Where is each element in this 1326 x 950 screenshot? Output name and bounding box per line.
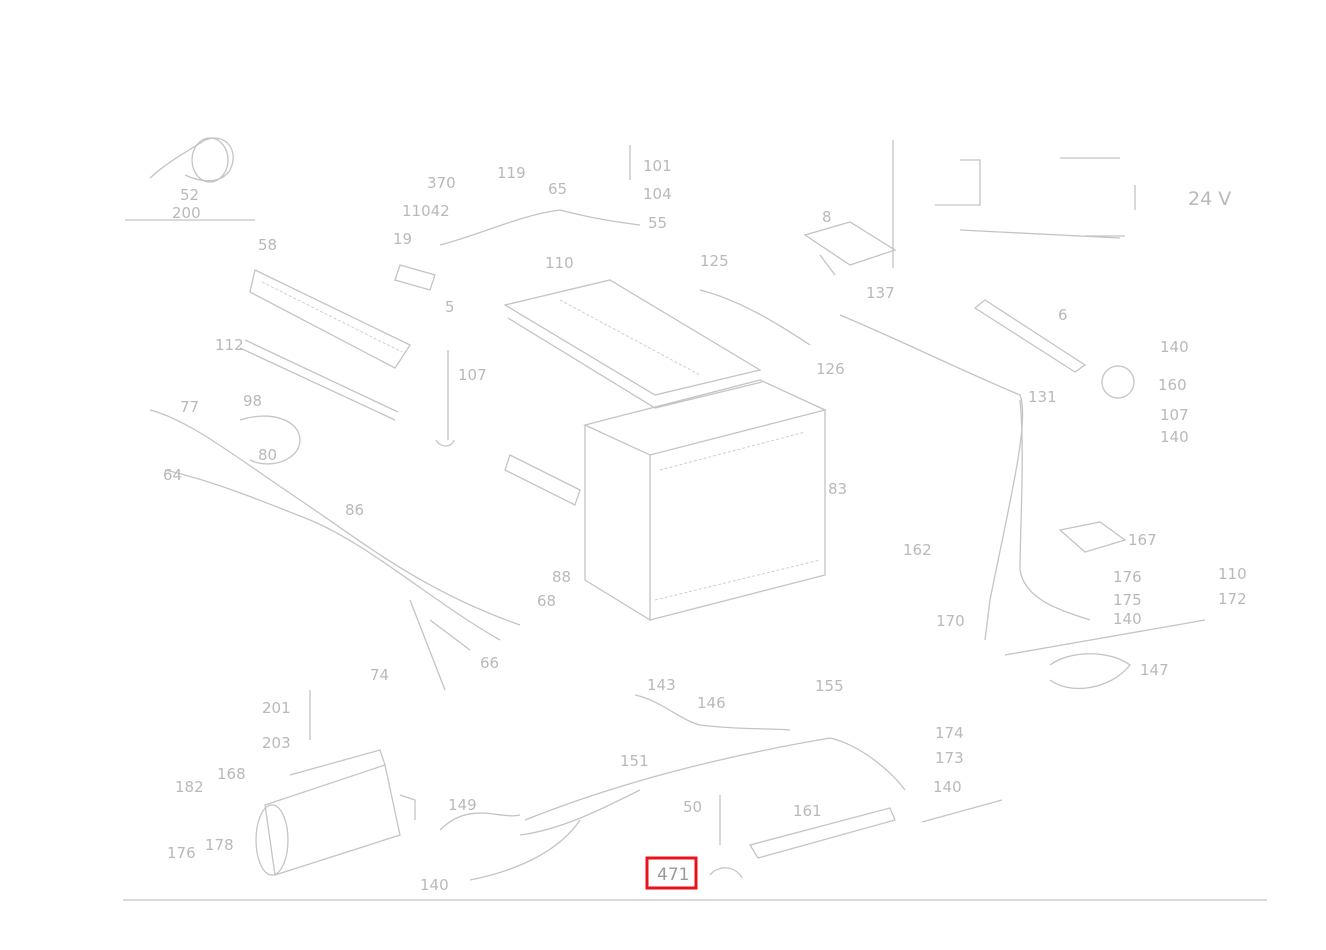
callout-8: 8 [822,208,832,226]
callout-110-right: 110 [1218,565,1247,583]
bottom-cable-part [439,694,1003,881]
callout-143: 143 [647,676,676,694]
callout-174: 174 [935,724,964,742]
callout-203: 203 [262,734,291,752]
callout-labels: 52 200 370 11042 119 65 101 104 55 19 11… [163,157,1247,894]
callout-137: 137 [866,284,895,302]
battery-part [504,379,827,622]
callout-5: 5 [445,298,455,316]
right-hardware-parts [1004,365,1206,690]
callout-11042: 11042 [402,202,450,220]
highlighted-callout[interactable]: 471 [645,856,698,890]
callout-6: 6 [1058,306,1068,324]
callout-160: 160 [1158,376,1187,394]
terminal-part [803,221,897,276]
callout-173: 173 [935,749,964,767]
callout-172: 172 [1218,590,1247,608]
callout-110: 110 [545,254,574,272]
callout-107: 107 [458,366,487,384]
callout-83: 83 [828,480,847,498]
voltage-schematic [892,140,1136,268]
callout-55: 55 [648,214,667,232]
callout-86: 86 [345,501,364,519]
callout-65: 65 [548,180,567,198]
callout-107-right: 107 [1160,406,1189,424]
callout-119: 119 [497,164,526,182]
callout-176-right: 176 [1113,568,1142,586]
callout-52: 52 [180,186,199,204]
voltage-label: 24 V [1188,188,1231,210]
callout-98: 98 [243,392,262,410]
callout-112: 112 [215,336,244,354]
top-cable-part [394,145,641,291]
callout-104: 104 [643,185,672,203]
callout-131: 131 [1028,388,1057,406]
starter-motor-part [255,690,416,876]
callout-147: 147 [1140,661,1169,679]
callout-140-left: 140 [420,876,449,894]
left-cable-part [149,409,521,691]
callout-101: 101 [643,157,672,175]
cable-clip-part [125,137,255,221]
callout-140-lower: 140 [1113,610,1142,628]
callout-167: 167 [1128,531,1157,549]
callout-140-right: 140 [1160,338,1189,356]
callout-162: 162 [903,541,932,559]
callout-88: 88 [552,568,571,586]
callout-58: 58 [258,236,277,254]
callout-50: 50 [683,798,702,816]
callout-178: 178 [205,836,234,854]
callout-151: 151 [620,752,649,770]
callout-176-left: 176 [167,844,196,862]
callout-126: 126 [816,360,845,378]
callout-155: 155 [815,677,844,695]
callout-125: 125 [700,252,729,270]
callout-19: 19 [393,230,412,248]
highlight-box [645,856,698,890]
busbar-part [239,269,411,421]
callout-175-right: 175 [1113,591,1142,609]
battery-cover-part [503,279,763,409]
callout-200: 200 [172,204,201,222]
callout-170: 170 [936,612,965,630]
callout-68: 68 [537,592,556,610]
callout-140-right-2: 140 [1160,428,1189,446]
strap-part [435,350,455,447]
callout-146: 146 [697,694,726,712]
callout-168: 168 [217,765,246,783]
callout-161: 161 [793,802,822,820]
callout-64: 64 [163,466,182,484]
callout-66: 66 [480,654,499,672]
callout-201: 201 [262,699,291,717]
callout-74: 74 [370,666,389,684]
right-cable-part [699,289,1091,641]
callout-140-bottom: 140 [933,778,962,796]
callout-149: 149 [448,796,477,814]
highlighted-label: 471 [657,865,689,885]
callout-370: 370 [427,174,456,192]
callout-80: 80 [258,446,277,464]
callout-77: 77 [180,398,199,416]
callout-182: 182 [175,778,204,796]
